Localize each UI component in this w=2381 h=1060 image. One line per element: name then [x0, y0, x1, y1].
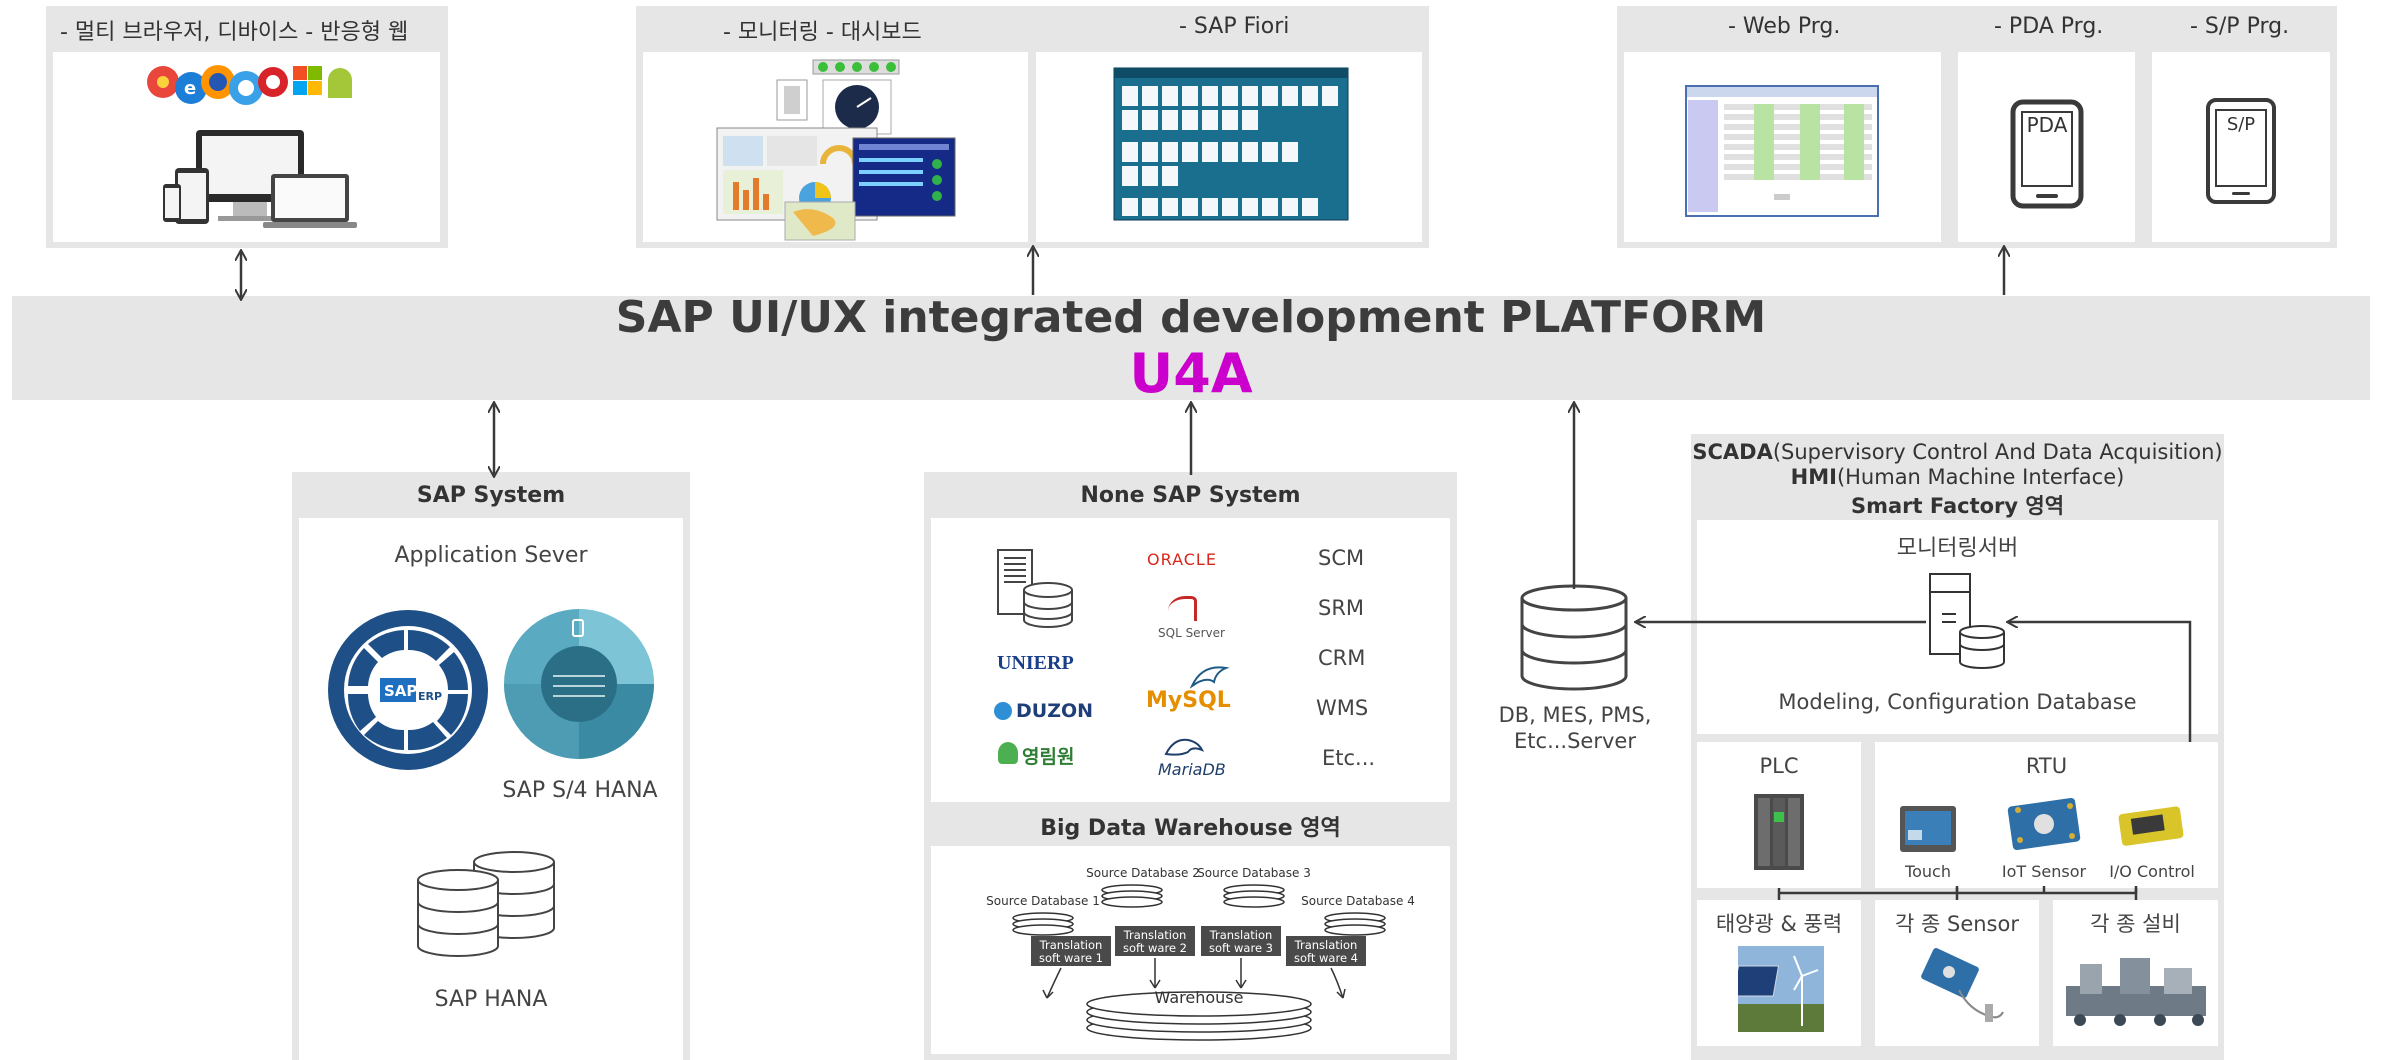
- hana-label: SAP HANA: [434, 987, 548, 1012]
- svg-text:Translation: Translation: [1039, 938, 1103, 952]
- monitoring-server-label: 모니터링서버: [1896, 536, 2019, 561]
- fiori-heading: - SAP Fiori: [1179, 14, 1290, 39]
- web-prg-heading: - Web Prg.: [1728, 14, 1841, 39]
- none-sap-title: None SAP System: [1080, 483, 1301, 508]
- scm-label: SCM: [1318, 546, 1365, 570]
- svg-text:soft ware 3: soft ware 3: [1209, 941, 1273, 955]
- touch-label: Touch: [1905, 862, 1951, 881]
- application-server-label: Application Sever: [394, 543, 588, 568]
- plc-label: PLC: [1759, 754, 1799, 778]
- srm-label: SRM: [1318, 596, 1365, 620]
- db-server-label-2: Etc...Server: [1514, 729, 1636, 753]
- sp-prg-content: S/P: [2152, 52, 2330, 242]
- sqlserver-mark-icon: [1168, 596, 1197, 621]
- iot-sensor-label: IoT Sensor: [2001, 862, 2087, 881]
- sensors-label: 각 종 Sensor: [1895, 912, 2019, 936]
- scada-rest: (Supervisory Control And Data Acquisitio…: [1772, 440, 2223, 464]
- pda-prg-content: PDA: [1958, 52, 2135, 242]
- monitoring-content: [643, 52, 1028, 242]
- erp-wheel-icon: SAP ERP: [328, 610, 488, 770]
- sensor-board-icon: [1921, 948, 2004, 1022]
- factory-equipment-image: [2066, 958, 2206, 1026]
- svg-text:SAP: SAP: [384, 682, 417, 700]
- duzon-mark-icon: [994, 702, 1012, 720]
- mariadb-seal-icon: [1164, 738, 1204, 756]
- solar-wind-image: [1738, 946, 1824, 1032]
- io-control-icon: [2118, 806, 2184, 846]
- unierp-logo: UNIERP: [997, 652, 1074, 674]
- hmi-rest: (Human Machine Interface): [1836, 465, 2125, 489]
- solar-wind-label: 태양광 & 풍력: [1715, 912, 1843, 936]
- source-db-2-label: Source Database 2: [1086, 866, 1200, 880]
- rtu-label: RTU: [2025, 754, 2068, 778]
- web-prg-content: [1624, 52, 1941, 242]
- plc-device-icon: [1754, 794, 1804, 870]
- svg-text:Translation: Translation: [1123, 928, 1187, 942]
- modeling-db-label: Modeling, Configuration Database: [1778, 690, 2137, 714]
- platform-banner: [12, 296, 2370, 400]
- fiori-launchpad-illustration: [1113, 67, 1349, 221]
- status-lights-icon: [812, 59, 900, 75]
- etc-label: Etc...: [1322, 746, 1376, 770]
- wms-label: WMS: [1316, 696, 1369, 720]
- s4hana-wheel-icon: [504, 609, 654, 759]
- oracle-logo: ORACLE: [1147, 550, 1217, 569]
- scada-line-2: HMI(Human Machine Interface): [1691, 465, 2224, 489]
- sqlserver-logo: SQL Server: [1158, 626, 1225, 640]
- svg-text:Translation: Translation: [1294, 938, 1358, 952]
- big-data-title: Big Data Warehouse 영역: [1040, 816, 1341, 841]
- warehouse-label: Warehouse: [1155, 988, 1244, 1007]
- source-db-4-label: Source Database 4: [1301, 894, 1415, 908]
- devices-illustration: e: [147, 65, 357, 228]
- multi-device-heading: - 멀티 브라우저, 디바이스 - 반응형 웹: [60, 20, 409, 45]
- server-database-icon: [997, 549, 1073, 628]
- source-db-3-label: Source Database 3: [1197, 866, 1311, 880]
- fiori-content: [1036, 52, 1422, 242]
- data-warehouse-diagram: Source Database 1 Source Database 2 Sour…: [986, 866, 1415, 1041]
- smartphone-icon: S/P: [2206, 98, 2276, 204]
- equipment-label: 각 종 설비: [2090, 912, 2181, 936]
- svg-text:soft ware 1: soft ware 1: [1039, 951, 1103, 965]
- dashboard-illustration: [716, 59, 956, 241]
- crm-label: CRM: [1318, 646, 1366, 670]
- pda-prg-heading: - PDA Prg.: [1994, 14, 2104, 39]
- sap-system-content: [299, 518, 683, 1060]
- sp-prg-heading: - S/P Prg.: [2190, 14, 2290, 39]
- multi-device-content: e: [53, 52, 440, 242]
- scada-line-1: SCADA(Supervisory Control And Data Acqui…: [1691, 440, 2224, 464]
- sap-system-title: SAP System: [416, 483, 566, 508]
- hmi-bold: HMI: [1790, 465, 1837, 489]
- hana-database-icon: [417, 851, 555, 957]
- pda-device-icon: PDA: [2010, 99, 2084, 209]
- svg-text:soft ware 2: soft ware 2: [1123, 941, 1187, 955]
- smart-factory-title: Smart Factory 영역: [1850, 494, 2065, 518]
- platform-title: SAP UI/UX integrated development PLATFOR…: [615, 292, 1767, 343]
- db-server-icon: [1520, 584, 1628, 691]
- s4hana-label: SAP S/4 HANA: [502, 778, 658, 803]
- duzon-logo: DUZON: [1016, 700, 1094, 722]
- mysql-logo: MySQL: [1146, 688, 1231, 713]
- younglimwon-logo: 영림원: [1022, 746, 1075, 768]
- svg-text:soft ware 4: soft ware 4: [1294, 951, 1358, 965]
- web-program-screenshot: [1685, 85, 1879, 217]
- browser-logos-icon: e: [147, 65, 352, 105]
- svg-text:e: e: [184, 78, 196, 99]
- iot-sensor-icon: [2007, 797, 2081, 851]
- platform-name: U4A: [1129, 342, 1253, 405]
- svg-text:Translation: Translation: [1209, 928, 1273, 942]
- source-db-1-label: Source Database 1: [986, 894, 1100, 908]
- monitoring-server-icon: [1929, 573, 2005, 669]
- monitoring-heading: - 모니터링 - 대시보드: [723, 20, 922, 45]
- io-control-label: I/O Control: [2109, 862, 2195, 881]
- db-server-label-1: DB, MES, PMS,: [1498, 703, 1652, 727]
- svg-text:ERP: ERP: [418, 690, 442, 703]
- mariadb-logo: MariaDB: [1158, 760, 1226, 779]
- younglimwon-mark-icon: [998, 742, 1018, 764]
- mysql-dolphin-icon: [1190, 666, 1230, 689]
- scada-bold: SCADA: [1692, 440, 1773, 464]
- touch-panel-icon: [1900, 806, 1956, 852]
- pda-label: PDA: [2027, 113, 2068, 137]
- sp-label: S/P: [2227, 114, 2255, 135]
